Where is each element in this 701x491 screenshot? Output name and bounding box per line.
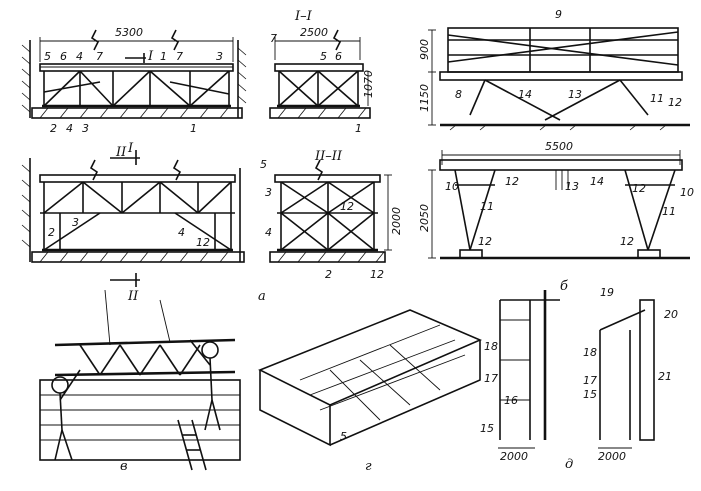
pb-part-9: 9: [555, 8, 562, 21]
dim-900: 900: [418, 39, 431, 60]
pb-part-12: 12: [668, 96, 682, 109]
panel-g-letter: г: [365, 459, 372, 474]
panel-a-section-I: [269, 29, 371, 119]
sec1-part-5: 5: [320, 50, 327, 63]
part-1b: 1: [190, 122, 197, 135]
section-mark-I: I: [147, 49, 154, 64]
sec1-part-6: 6: [335, 50, 342, 63]
panel-v-letter: в: [120, 459, 128, 474]
part-4b: 4: [66, 122, 73, 135]
dim-2050: 2050: [418, 204, 431, 232]
pb2-part-12c: 12: [478, 235, 492, 248]
pd2-part-15: 15: [583, 388, 597, 401]
part-4: 4: [76, 50, 83, 63]
panel-a-scaffold-top: [21, 29, 247, 119]
sec1-part-1: 1: [355, 122, 362, 135]
s2-part-2: 2: [325, 268, 332, 281]
section-I-title: I–I: [294, 9, 313, 24]
panel-g-3d-structure: [258, 309, 483, 447]
dim-2000-right: 2000: [598, 450, 626, 463]
pb2-part-13: 13: [565, 180, 579, 193]
pd2-part-17: 17: [583, 374, 597, 387]
section-mark-II: II: [115, 145, 127, 160]
b-part-4: 4: [178, 226, 185, 239]
pb2-part-11b: 11: [662, 205, 676, 218]
s2-part-4: 4: [265, 226, 272, 239]
pb2-part-14: 14: [590, 175, 604, 188]
panel-a-scaffold-bottom: [21, 150, 245, 287]
labels: 5300 I–I 2500 1070 II–II 2000 I I II II …: [44, 8, 694, 474]
pg-part-5: 5: [340, 430, 347, 443]
panel-b-letter: б: [560, 279, 568, 294]
part-7: 7: [96, 50, 103, 63]
panel-v-workers-illustration: [39, 289, 241, 471]
panel-a-section-II: [269, 159, 392, 263]
pb2-part-12d: 12: [620, 235, 634, 248]
pb-part-14: 14: [518, 88, 532, 101]
panel-d-ladders: [498, 290, 655, 449]
pb2-part-12b: 12: [632, 182, 646, 195]
pd-part-18: 18: [484, 340, 498, 353]
s2-part-12b: 12: [370, 268, 384, 281]
sec1-part-7: 7: [270, 32, 277, 45]
panel-b-bottom-view: [428, 150, 690, 260]
section-II-title: II–II: [314, 149, 343, 164]
section-mark-I-lower: I: [127, 141, 134, 156]
pb-part-13: 13: [568, 88, 582, 101]
s2-part-3: 3: [265, 186, 272, 199]
dim-5300: 5300: [115, 26, 143, 39]
panel-b-top-view: [428, 27, 690, 131]
pb-part-11: 11: [650, 92, 664, 105]
pd2-part-21: 21: [658, 370, 672, 383]
panel-d-letter: д: [565, 457, 573, 472]
pd2-part-18: 18: [583, 346, 597, 359]
pd-part-15: 15: [480, 422, 494, 435]
pd-part-17: 17: [484, 372, 498, 385]
section-mark-II-lower: II: [127, 289, 139, 304]
part-1: 1: [160, 50, 167, 63]
pb-part-8: 8: [455, 88, 462, 101]
pd2-part-19: 19: [600, 286, 614, 299]
pd-part-16: 16: [504, 394, 518, 407]
part-3b: 3: [82, 122, 89, 135]
dim-2000-left: 2000: [500, 450, 528, 463]
b-part-12: 12: [196, 236, 210, 249]
panel-a-letter: а: [258, 289, 266, 304]
dim-2500: 2500: [300, 26, 328, 39]
b-part-3: 3: [72, 216, 79, 229]
part-7b: 7: [176, 50, 183, 63]
dim-2000: 2000: [390, 207, 403, 235]
b-part-2: 2: [48, 226, 55, 239]
s2-part-12: 12: [340, 200, 354, 213]
part-6: 6: [60, 50, 67, 63]
part-2: 2: [50, 122, 57, 135]
dim-5500: 5500: [545, 140, 573, 153]
dim-1070: 1070: [362, 70, 375, 98]
dim-1150: 1150: [418, 84, 431, 112]
pb2-part-10: 10: [445, 180, 459, 193]
pb2-part-12: 12: [505, 175, 519, 188]
pb2-part-11: 11: [480, 200, 494, 213]
part-3: 3: [216, 50, 223, 63]
pb2-part-10b: 10: [680, 186, 694, 199]
part-5: 5: [44, 50, 51, 63]
pd2-part-20: 20: [664, 308, 678, 321]
s2-part-5: 5: [260, 158, 267, 171]
